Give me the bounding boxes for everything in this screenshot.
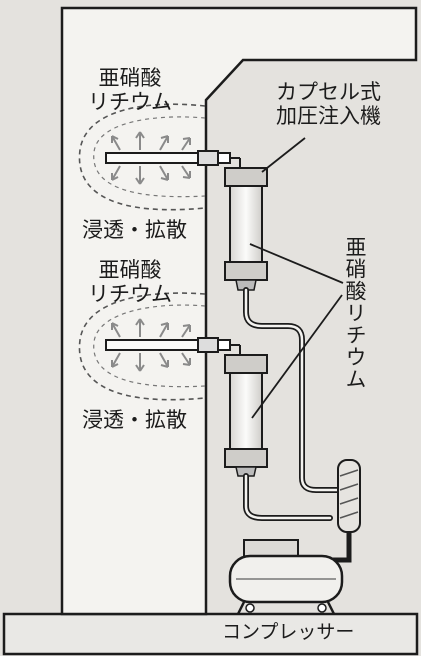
label-nitrite-mid: 亜硝酸 リチウム (88, 258, 172, 307)
leader-lines (249, 137, 344, 419)
label-diffusion-top: 浸透・拡散 (82, 218, 187, 242)
base-slab (2, 612, 419, 656)
capsule-injector-top (224, 158, 268, 291)
diffusion-zone-bottom (78, 292, 206, 401)
label-nitrite-right: 亜硝酸リチウム (343, 236, 367, 390)
injection-rod-bottom (105, 337, 240, 353)
compressor (228, 539, 344, 615)
diffusion-arrows-top (111, 131, 191, 185)
diffusion-zone-top (78, 103, 206, 211)
label-compressor: コンプレッサー (222, 621, 355, 643)
label-capsule-injector: カプセル式 加圧注入機 (276, 80, 381, 129)
label-nitrite-top: 亜硝酸 リチウム (88, 66, 172, 115)
label-diffusion-bottom: 浸透・拡散 (82, 408, 187, 432)
air-tank (330, 459, 361, 563)
diffusion-arrows-bottom (111, 318, 191, 372)
injection-rod-top (105, 150, 240, 166)
capsule-injector-bottom (224, 345, 268, 477)
